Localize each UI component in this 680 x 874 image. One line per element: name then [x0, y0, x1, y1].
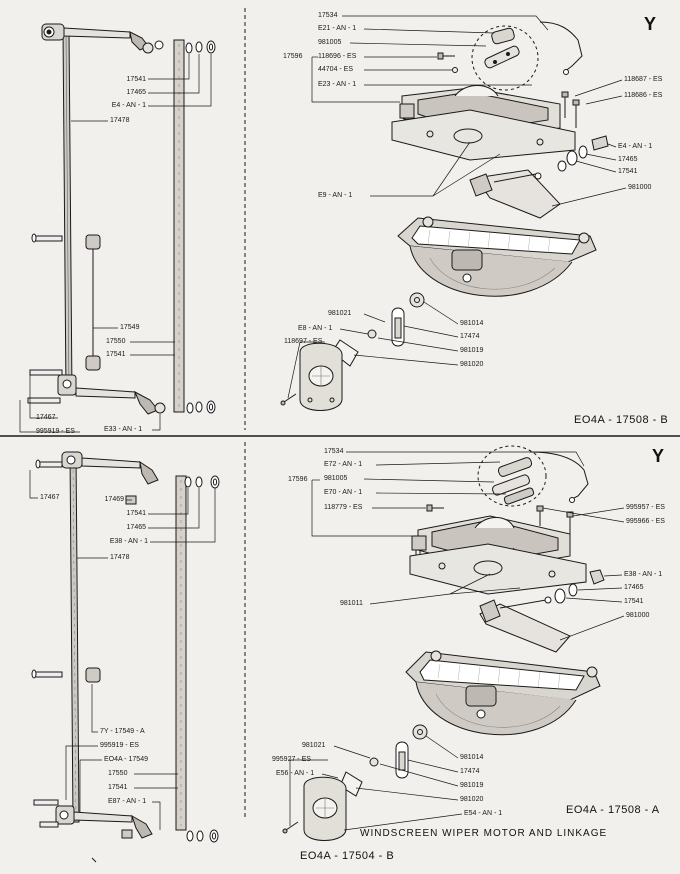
part-label: 17478: [110, 554, 130, 561]
part-label: 17541: [108, 784, 128, 791]
part-label: 17474: [460, 768, 480, 775]
part-label: E4 - AN - 1: [618, 143, 653, 150]
diagram-title: WINDSCREEN WIPER MOTOR AND LINKAGE: [360, 828, 608, 839]
part-label: 17549: [120, 324, 140, 331]
part-label: 17465: [126, 89, 146, 96]
part-label: E38 - AN - 1: [624, 571, 663, 578]
part-label: E56 - AN - 1: [276, 770, 315, 777]
part-label: 118779 - ES: [324, 504, 363, 511]
panel-dividers: [0, 8, 680, 818]
group-label: 17596: [288, 476, 308, 483]
part-label: 17465: [618, 156, 638, 163]
illustration-reference: EO4A - 17508 - B: [574, 414, 669, 426]
part-label: 118696 - ES: [318, 53, 357, 60]
part-label: E21 - AN - 1: [318, 25, 357, 32]
part-label: E54 - AN - 1: [464, 810, 503, 817]
part-label: 17550: [106, 338, 126, 345]
part-label: 995927 - ES: [272, 756, 311, 763]
part-label: E72 - AN - 1: [324, 461, 363, 468]
part-label: 981014: [460, 320, 484, 327]
part-label: 995957 - ES: [626, 504, 665, 511]
part-label: 17541: [106, 351, 126, 358]
part-label: 7Y - 17549 - A: [100, 728, 145, 735]
bottom-right-leaders: [289, 451, 625, 831]
part-label: 981014: [460, 754, 484, 761]
part-label: 981020: [460, 361, 484, 368]
top-left-leaders: [19, 54, 212, 433]
part-label: 981019: [460, 347, 484, 354]
part-label: E8 - AN - 1: [298, 325, 333, 332]
part-label: 17478: [110, 117, 130, 124]
part-label: 17534: [318, 12, 338, 19]
crop-mark: [91, 857, 97, 863]
part-label: 981000: [628, 184, 652, 191]
part-label: E33 - AN - 1: [104, 426, 143, 433]
part-label: 981020: [460, 796, 484, 803]
sheet-reference: EO4A - 17504 - B: [300, 850, 395, 862]
part-label: 44704 - ES: [318, 66, 354, 73]
part-label: 981011: [340, 600, 363, 607]
part-label: 981000: [626, 612, 650, 619]
section-letter: Y: [644, 14, 657, 34]
illustration-reference: EO4A - 17508 - A: [566, 804, 660, 816]
part-label: E70 - AN - 1: [324, 489, 363, 496]
part-label: 17541: [618, 168, 638, 175]
top-motor-drawing: [280, 21, 609, 411]
top-linkage-drawing: [27, 23, 216, 415]
part-label: 17467: [36, 414, 56, 421]
part-label: E23 - AN - 1: [318, 81, 357, 88]
part-label: 118687 - ES: [624, 76, 663, 83]
part-label: 17534: [324, 448, 344, 455]
part-label: 995966 - ES: [626, 518, 665, 525]
part-label: 118697 - ES: [284, 338, 323, 345]
part-label: 17541: [624, 598, 644, 605]
part-label: 17465: [126, 524, 146, 531]
part-label: 17467: [40, 494, 60, 501]
section-letter: Y: [652, 446, 665, 466]
part-label: E38 - AN - 1: [109, 538, 148, 545]
part-label: 981021: [328, 310, 352, 317]
part-label: 17465: [624, 584, 644, 591]
part-label: 17541: [126, 76, 146, 83]
part-label: 118686 - ES: [624, 92, 663, 99]
part-label: 995919 - ES: [36, 428, 75, 435]
part-label: 17550: [108, 770, 128, 777]
part-label: 995919 - ES: [100, 742, 139, 749]
bottom-linkage-drawing: [31, 451, 220, 843]
bottom-left-leaders: [29, 470, 216, 830]
part-label: 17541: [126, 510, 146, 517]
part-label: 17469: [104, 496, 124, 503]
part-label: 981005: [324, 475, 348, 482]
top-right-leaders: [287, 15, 627, 399]
part-label: 17474: [460, 333, 480, 340]
part-label: E9 - AN - 1: [318, 192, 353, 199]
part-label: EO4A - 17549: [104, 756, 148, 763]
bottom-motor-drawing: [282, 445, 605, 841]
part-label: E4 - AN - 1: [111, 102, 146, 109]
part-label: 981019: [460, 782, 484, 789]
part-label: 981021: [302, 742, 326, 749]
part-label: 981005: [318, 39, 342, 46]
group-label: 17596: [283, 53, 303, 60]
part-label: E87 - AN - 1: [108, 798, 147, 805]
